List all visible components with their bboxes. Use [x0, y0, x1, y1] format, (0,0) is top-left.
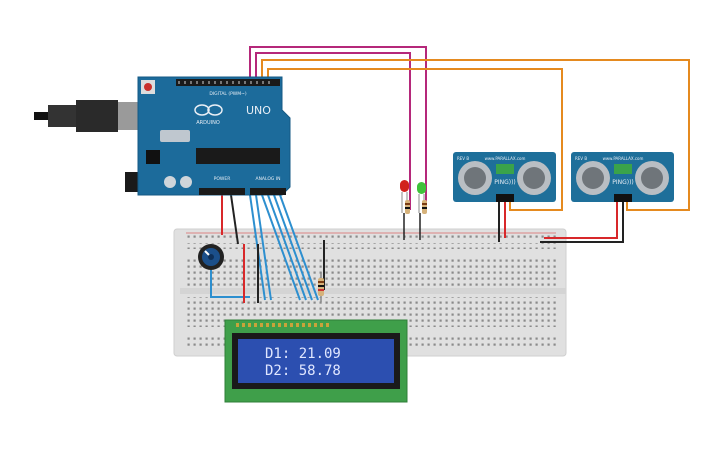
- sensor-2-site: www.PARALLAX.com: [603, 156, 644, 161]
- arduino-logo: [194, 104, 223, 116]
- lcd-line-1: D1: 21.09: [265, 346, 341, 362]
- brand-label: ARDUINO: [196, 120, 220, 126]
- usb-connector[interactable]: [34, 100, 144, 132]
- arduino-uno[interactable]: DIGITAL (PWM~) ARDUINO UNO POWER ANALOG …: [34, 76, 291, 196]
- resistor[interactable]: [318, 272, 324, 302]
- sensor-2-rev: REV B: [575, 156, 587, 161]
- ultrasonic-sensor-2[interactable]: www.PARALLAX.com REV B PING))): [571, 152, 674, 202]
- sensor-2-name: PING))): [612, 179, 634, 186]
- wire-magenta-1[interactable]: [249, 46, 427, 210]
- potentiometer[interactable]: [198, 244, 224, 270]
- wire-orange-1[interactable]: [261, 59, 690, 211]
- sensor-1-name: PING))): [494, 179, 516, 186]
- led-green[interactable]: [417, 182, 427, 214]
- sensor-1-site: www.PARALLAX.com: [485, 156, 526, 161]
- analog-header-label: ANALOG IN: [255, 176, 280, 182]
- wire-magenta-2[interactable]: [255, 52, 411, 210]
- digital-header-label: DIGITAL (PWM~): [209, 91, 247, 97]
- lcd-display[interactable]: D1: 21.09 D2: 58.78: [224, 319, 408, 403]
- ultrasonic-sensor-1[interactable]: www.PARALLAX.com REV B PING))): [453, 152, 556, 202]
- lcd-line-2: D2: 58.78: [265, 363, 341, 379]
- model-label: UNO: [246, 104, 271, 117]
- wire-orange-2[interactable]: [267, 68, 563, 211]
- sensor-1-rev: REV B: [457, 156, 469, 161]
- power-header-label: POWER: [214, 176, 231, 182]
- led-red[interactable]: [400, 180, 410, 214]
